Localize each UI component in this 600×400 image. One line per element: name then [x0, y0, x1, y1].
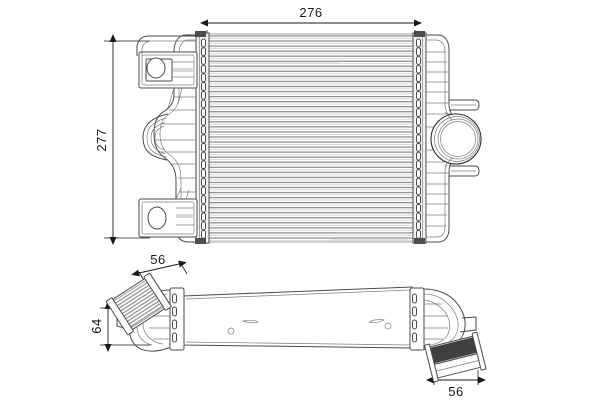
- upper-left-hook: [136, 35, 196, 56]
- body-centre-marks: [227, 319, 392, 335]
- left-side-plate: [195, 31, 210, 244]
- right-angled-port: [424, 331, 487, 383]
- right-side-slots: [416, 38, 421, 239]
- bottom-view-body: [182, 286, 413, 349]
- bottom-view: 56 64 56: [89, 252, 487, 399]
- dimension-height-value: 277: [94, 128, 109, 151]
- right-tank-lower-tab: [449, 165, 480, 177]
- right-tank-ribs: [426, 51, 452, 227]
- bottom-view-right-endcap: [409, 287, 487, 383]
- core-matrix: [207, 33, 415, 243]
- dimension-height-277: 277: [94, 34, 150, 245]
- front-view: 276 277: [94, 5, 482, 245]
- bottom-view-left-endcap: [105, 273, 185, 352]
- dimension-width-value: 276: [299, 5, 322, 20]
- dimension-port-right-value: 56: [448, 384, 463, 399]
- right-tank: [426, 34, 482, 243]
- right-side-plate: [412, 31, 427, 244]
- mount-bracket-upper-left: [138, 51, 198, 109]
- mount-bracket-lower-left: [138, 187, 198, 238]
- left-angled-port: [105, 273, 172, 336]
- right-tank-upper-tab: [449, 99, 480, 111]
- left-tank-port-neck: [142, 113, 169, 161]
- dimension-port-left-value: 56: [150, 252, 165, 267]
- dimension-depth-value: 64: [89, 318, 104, 333]
- right-tank-outlet-port: [430, 113, 482, 165]
- left-side-slots: [201, 38, 206, 239]
